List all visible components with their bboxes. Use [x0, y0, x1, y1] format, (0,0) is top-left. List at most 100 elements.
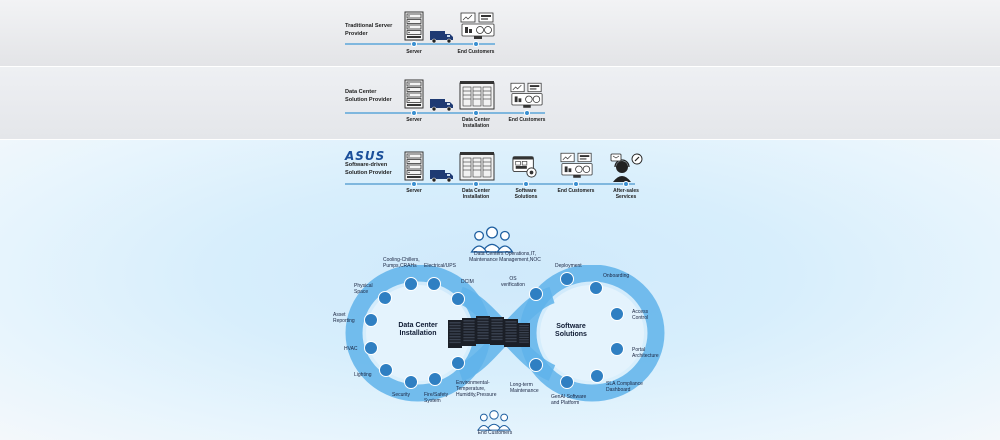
onboarding-node-icon	[589, 281, 603, 295]
row-title-line: Solution Provider	[345, 170, 392, 176]
genai-label: GenAI Software and Platform	[551, 394, 586, 406]
truck-icon	[430, 30, 454, 44]
label-line: Reporting	[333, 318, 355, 324]
band-divider	[0, 139, 1000, 140]
timeline-dot	[411, 181, 417, 187]
label-line: Access	[632, 309, 649, 315]
deployment-label: Deployment	[555, 263, 582, 269]
hvac-label: HVAC	[344, 346, 358, 352]
people-group-icon	[470, 225, 514, 253]
lighting-label: Lighting	[354, 372, 372, 378]
label-line: Long-term	[510, 382, 533, 388]
stage-label-line: Software	[515, 188, 537, 194]
timeline-dot	[523, 181, 529, 187]
dashboard-monitor-icon	[510, 82, 544, 109]
stage-label-line: Data Center	[461, 117, 491, 123]
label-line: Architecture	[632, 353, 659, 359]
long-term-maintenance-node-icon	[529, 358, 543, 372]
dc-installation-center-label: Data Center Installation	[388, 322, 448, 338]
stage-label-dc-installation: Data Center Installation	[446, 188, 506, 200]
label-line: Environmental-	[456, 380, 490, 386]
truck-icon	[430, 169, 454, 183]
physical-space-node-icon	[378, 291, 392, 305]
end-customers-bottom-label: End Customers	[477, 430, 513, 436]
timeline-dot	[623, 181, 629, 187]
stage-label-end-customers: End Customers	[557, 188, 595, 194]
stage-label-line: Installation	[462, 123, 490, 129]
row-title-line: Solution Provider	[345, 97, 392, 103]
label-line: Asset	[333, 312, 346, 318]
ops-label: Data Centers Operations,IT, Maintenance …	[460, 251, 550, 263]
software-icon	[512, 153, 538, 179]
row-title-dc-provider: Data Center Solution Provider	[345, 88, 392, 104]
label-line: Space	[354, 289, 369, 295]
os-verification-label: OS verification	[501, 276, 525, 288]
stage-label-line: Services	[615, 194, 637, 200]
server-cluster-image	[448, 316, 530, 348]
label-line: Fire/Safety	[424, 392, 449, 398]
label-line: verification	[501, 282, 525, 288]
label-line: Dashboard	[606, 387, 631, 393]
row-title-traditional: Traditional Server Provider	[345, 22, 392, 38]
stage-label-dc-installation: Data Center Installation	[446, 117, 506, 129]
long-term-maintenance-label: Long-term Maintenance	[510, 382, 539, 394]
electrical-node-icon	[427, 277, 441, 291]
physical-space-label: Physical Space	[354, 283, 373, 295]
cooling-node-icon	[404, 277, 418, 291]
os-verification-node-icon	[529, 287, 543, 301]
timeline-dot	[473, 181, 479, 187]
label-line: GenAI Software	[551, 394, 587, 400]
stage-label-server: Server	[406, 117, 422, 123]
support-agent-icon	[610, 152, 644, 182]
stage-label-end-customers: End Customers	[508, 117, 546, 123]
label-line: Humidity,Pressure	[456, 392, 497, 398]
row-title-line: Data Center	[345, 89, 377, 95]
genai-node-icon	[560, 375, 574, 389]
center-label-line: Solutions	[555, 331, 587, 338]
stage-label-software-solutions: Software Solutions	[496, 188, 556, 200]
row-title-line: Software-driven	[345, 162, 388, 168]
label-line: Pumps,CRAHs	[383, 263, 417, 269]
stage-label-line: Solutions	[514, 194, 538, 200]
label-line: System	[424, 398, 441, 404]
sla-label: SLA Compliance Dashboard	[606, 381, 643, 393]
access-control-label: Access Control	[632, 309, 648, 321]
security-node-icon	[404, 375, 418, 389]
portal-architecture-label: Portal Architecture	[632, 347, 659, 359]
environmental-node-icon	[451, 356, 465, 370]
label-line: SLA Compliance	[606, 381, 643, 387]
server-rack-icon	[404, 150, 424, 182]
row-title-line: Traditional Server	[345, 23, 393, 29]
center-label-line: Installation	[399, 330, 437, 337]
server-rack-icon	[404, 78, 424, 110]
security-label: Security	[392, 392, 411, 398]
label-line: OS	[509, 276, 517, 282]
stage-label-end-customers: End Customers	[457, 49, 495, 55]
asus-provider-band	[0, 140, 1000, 440]
dc-provider-band	[0, 67, 1000, 139]
electrical-label: Electrical/UPS	[424, 263, 456, 269]
label-line: Control	[632, 315, 649, 321]
onboarding-label: Onboarding	[603, 273, 630, 279]
ops-label-line: Data Centers Operations,IT,	[474, 251, 536, 257]
label-line: Cooling-Chillers,	[383, 257, 420, 263]
stage-label-line: Data Center	[461, 188, 491, 194]
building-icon	[459, 80, 495, 110]
dashboard-monitor-icon	[460, 12, 496, 40]
timeline-dot	[524, 110, 530, 116]
center-label-line: Data Center	[398, 322, 438, 329]
label-line: and Platform	[551, 400, 580, 406]
label-line: Temperature,	[456, 386, 486, 392]
label-line: Maintenance	[510, 388, 539, 394]
sla-node-icon	[590, 369, 604, 383]
software-solutions-center-label: Software Solutions	[541, 323, 601, 339]
deployment-node-icon	[560, 272, 574, 286]
environmental-label: Environmental- Temperature, Humidity,Pre…	[456, 380, 496, 398]
timeline-dot	[411, 41, 417, 47]
traditional-provider-band	[0, 0, 1000, 66]
stage-label-after-sales: After-sales Services	[596, 188, 656, 200]
fire-safety-label: Fire/Safety System	[424, 392, 448, 404]
stage-label-server: Server	[406, 49, 422, 55]
dcim-node-icon	[451, 292, 465, 306]
server-rack-icon	[404, 10, 424, 42]
